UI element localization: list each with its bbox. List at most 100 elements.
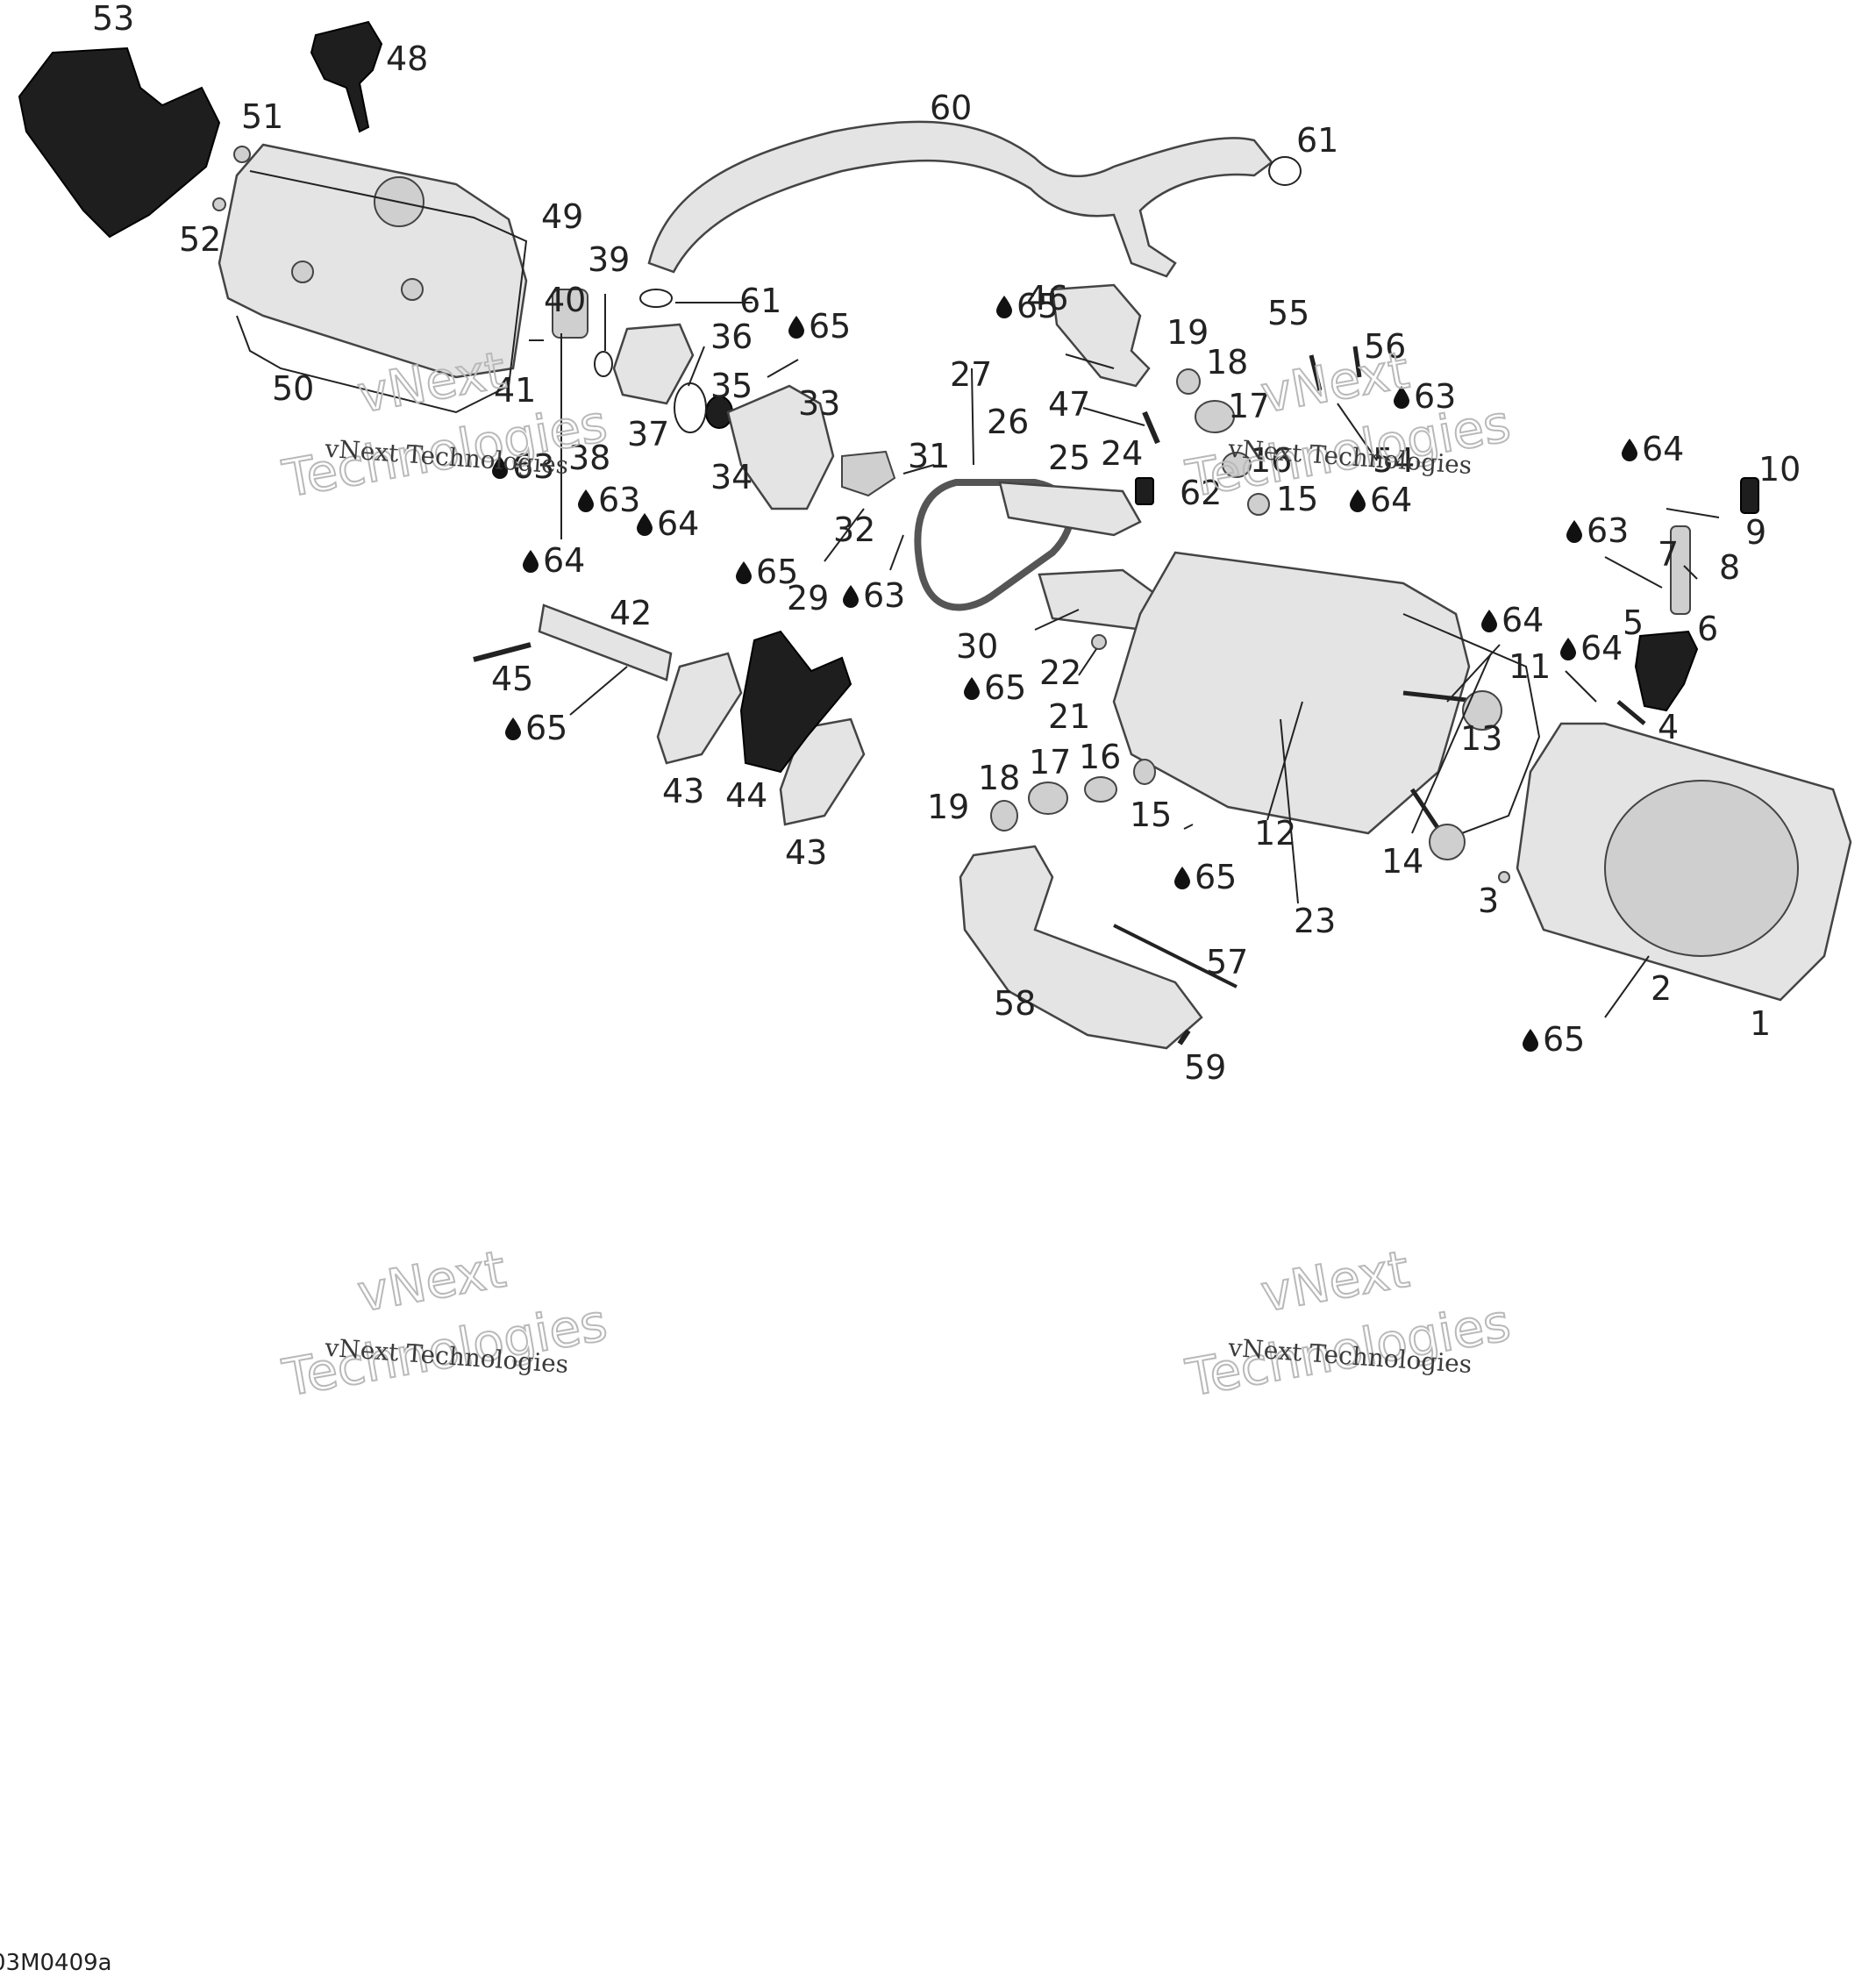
callout-56: 56 [1364,327,1406,366]
part-49-cover-gasket [236,170,528,414]
part-48-ignition-coil [310,20,383,133]
part-46-intake-adaptor [1051,283,1151,388]
callout-23: 23 [1294,902,1336,940]
part-43-rocker-arm-right [779,717,866,826]
part-18-spring-seat-upper [1176,368,1201,395]
lube-callout-65: 65 [505,709,567,747]
part-61-clamp-lower [639,289,673,308]
lube-callout-64: 64 [637,504,699,543]
callout-48: 48 [386,39,428,78]
oil-drop-icon [1622,439,1637,461]
lube-callout-65: 65 [1174,858,1237,896]
callout-49: 49 [541,197,583,236]
oil-drop-icon [523,550,539,573]
callout-18-upper: 18 [1206,343,1248,382]
lube-callout-64: 64 [1622,430,1684,468]
svg-text:vNext: vNext [1257,1239,1414,1324]
callout-31: 31 [908,437,950,475]
callout-36: 36 [710,318,753,356]
callout-45: 45 [491,660,533,698]
part-cylinder-head [1112,551,1471,835]
svg-text:65: 65 [1016,287,1059,325]
watermark-bottom-right: vNext Technologies vNext Technologies [1181,1238,1516,1410]
watermark-bottom-left: vNext Technologies vNext Technologies [277,1238,612,1410]
svg-text:vNext: vNext [353,1239,510,1324]
callout-41: 41 [494,371,536,410]
callout-57: 57 [1206,943,1248,981]
svg-text:65: 65 [1543,1020,1585,1059]
part-51-bolt [233,146,251,163]
callout-43-right: 43 [785,833,827,872]
part-62-sensor [1135,477,1154,505]
callout-6: 6 [1697,610,1718,648]
part-39-seal [594,351,613,377]
part-8-plunger [1670,525,1691,615]
oil-drop-icon [1523,1029,1538,1052]
part-56-stud [1352,346,1362,378]
callout-25: 25 [1048,439,1090,477]
svg-text:63: 63 [1587,511,1629,550]
watermark-top-left: vNext Technologies vNext Technologies [277,339,612,510]
part-36-o-ring [674,382,707,433]
part-26-chain-guide [998,481,1142,537]
callout-55: 55 [1267,294,1309,332]
callout-35: 35 [710,367,753,405]
callout-3: 3 [1478,881,1499,920]
callout-13: 13 [1460,719,1502,758]
callout-22: 22 [1039,653,1081,692]
part-59-stud [1177,1029,1191,1046]
callout-58: 58 [994,984,1036,1023]
part-57-gasket [1113,924,1238,988]
part-44-rocker-arm [739,630,852,774]
svg-text:65: 65 [809,307,851,346]
lube-callout-63: 63 [492,447,554,486]
lube-callout-63: 63 [578,481,640,519]
diagram-code: 03M0409a [0,1950,112,1976]
callout-19-lower: 19 [927,788,969,826]
svg-text:64: 64 [1370,481,1412,519]
lube-callout-65: 65 [1523,1020,1585,1059]
callout-39: 39 [588,240,630,279]
callout-15-upper: 15 [1276,480,1318,518]
part-17-spring-upper [1195,400,1235,433]
callout-2: 2 [1651,969,1672,1008]
callout-17-upper: 17 [1228,387,1270,425]
lube-callout-64: 64 [1350,481,1412,519]
callout-61-upper: 61 [1296,121,1338,160]
part-37-pump-body [612,323,695,405]
callout-54: 54 [1373,441,1415,480]
callout-15-lower: 15 [1130,796,1172,834]
part-16-spring-upper [1222,452,1252,478]
part-55-stud [1309,354,1323,391]
svg-text:63: 63 [1414,377,1456,416]
part-16-spring [1084,776,1117,803]
part-60-hose [647,120,1273,278]
callout-8: 8 [1719,548,1740,587]
lubricant-callouts: 65 65 63 63 64 64 63 64 [492,287,1684,1059]
callout-29: 29 [787,579,829,617]
callout-61-lower: 61 [739,282,781,320]
callout-14: 14 [1381,842,1423,881]
lube-callout-63: 63 [1394,377,1456,416]
oil-drop-icon [964,677,980,700]
svg-text:65: 65 [984,668,1026,707]
callout-4: 4 [1658,708,1679,746]
callout-32: 32 [833,510,875,549]
oil-drop-icon [505,717,521,740]
svg-text:64: 64 [1580,629,1623,667]
part-10-plug [1740,477,1759,514]
callout-16-upper: 16 [1250,441,1292,480]
part-valve-cover [218,143,528,379]
callout-21: 21 [1048,697,1090,736]
oil-drop-icon [1566,520,1582,543]
callout-16-lower: 16 [1079,738,1121,776]
callout-11: 11 [1509,647,1551,686]
oil-drop-icon [788,316,804,339]
callout-42: 42 [610,594,652,632]
part-40-housing [552,289,588,339]
part-3-dowel-pin [1498,871,1510,883]
callout-46: 46 [1026,279,1068,318]
oil-drop-icon [1350,489,1366,512]
part-14-valve [1409,788,1441,831]
